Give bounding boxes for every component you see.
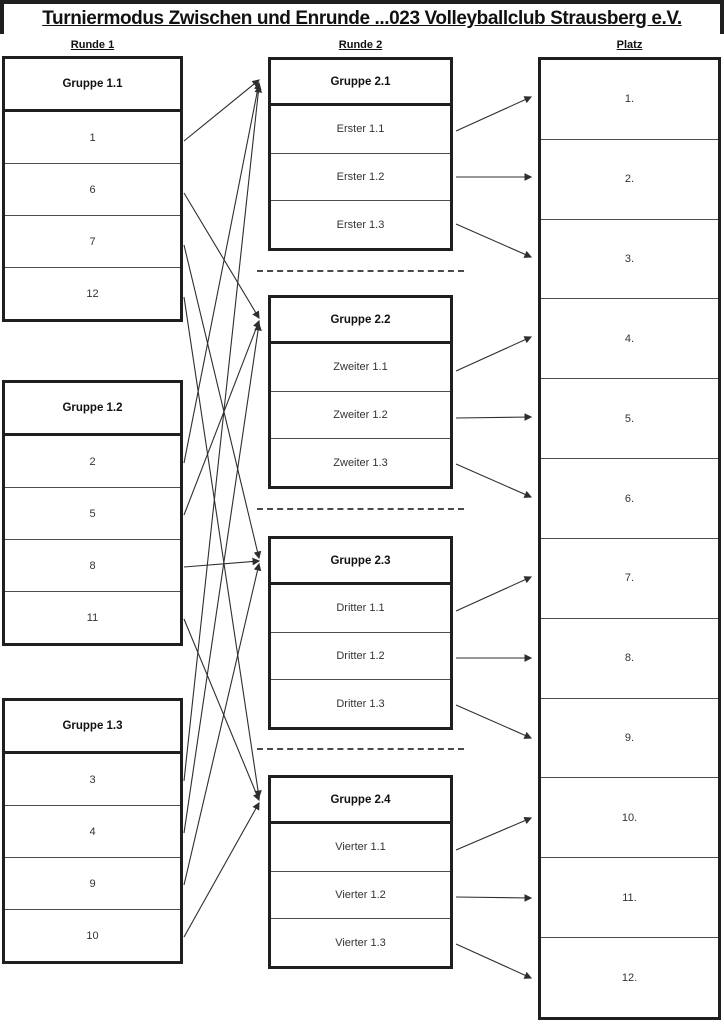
group-cell: Zweiter 1.3	[271, 438, 450, 486]
round2-separator-dashed-line	[257, 508, 464, 510]
group-box-2-2: Gruppe 2.2 Zweiter 1.1 Zweiter 1.2 Zweit…	[268, 295, 453, 489]
group-cell: 7	[5, 215, 180, 267]
group-cell: 3	[89, 773, 96, 786]
connector-arrow	[455, 817, 533, 851]
group-box-1-1: Gruppe 1.1 1 6 7 12	[2, 56, 183, 322]
page-title: Turniermodus Zwischen und Enrunde ...023…	[0, 0, 724, 34]
group-cell: 9	[5, 857, 180, 909]
place-cell: 7.	[541, 537, 718, 618]
place-cell: 1.	[624, 93, 635, 106]
place-cell: 5.	[541, 378, 718, 458]
group-title: Gruppe 2.2	[271, 298, 450, 344]
group-cell: 8	[5, 539, 180, 591]
column-header-runde-1: Runde 1	[70, 38, 115, 51]
group-cell: 1	[89, 131, 96, 144]
column-header-platz: Platz	[616, 38, 643, 51]
place-cell: 4.	[541, 298, 718, 378]
connector-arrow	[455, 336, 533, 372]
group-cell: 5	[5, 487, 180, 539]
group-cell: 10	[5, 909, 180, 961]
place-cell: 8.	[541, 617, 718, 698]
connector-arrow	[455, 463, 533, 498]
group-title: Gruppe 2.3	[271, 539, 450, 585]
connector-arrow	[183, 244, 262, 560]
connector-arrow	[183, 296, 262, 799]
group-title: Gruppe 1.3	[5, 701, 180, 754]
connector-arrow	[183, 79, 260, 142]
group-cell: Dritter 1.2	[271, 631, 450, 680]
group-cell: Erster 1.3	[271, 200, 450, 248]
connector-arrow	[455, 704, 533, 739]
group-box-2-1: Gruppe 2.1 Erster 1.1 Erster 1.2 Erster …	[268, 57, 453, 251]
group-cell: Dritter 1.1	[336, 602, 385, 615]
group-cell: 4	[5, 805, 180, 857]
group-cell: 11	[5, 591, 180, 643]
connector-arrow	[183, 557, 261, 568]
group-cell: Zweiter 1.1	[333, 361, 388, 374]
connector-arrow	[183, 322, 262, 834]
connector-arrow	[183, 81, 262, 464]
group-cell: Vierter 1.2	[271, 870, 450, 919]
group-title: Gruppe 1.2	[5, 383, 180, 436]
group-cell: Zweiter 1.2	[271, 390, 450, 439]
connector-arrow	[183, 562, 262, 886]
connector-arrow	[455, 223, 533, 258]
group-box-1-2: Gruppe 1.2 2 5 8 11	[2, 380, 183, 646]
group-box-2-4: Gruppe 2.4 Vierter 1.1 Vierter 1.2 Viert…	[268, 775, 453, 969]
place-cell: 9.	[541, 697, 718, 778]
connector-arrow	[183, 801, 260, 938]
place-cell: 6.	[541, 458, 718, 538]
place-cell: 10.	[541, 777, 718, 857]
place-cell: 3.	[541, 218, 718, 299]
column-header-runde-2: Runde 2	[338, 38, 383, 51]
group-cell: Dritter 1.3	[271, 679, 450, 727]
group-cell: Vierter 1.1	[335, 841, 386, 854]
group-title: Gruppe 1.1	[5, 59, 180, 112]
group-title: Gruppe 2.4	[271, 778, 450, 824]
connector-arrow	[183, 84, 263, 782]
group-box-2-3: Gruppe 2.3 Dritter 1.1 Dritter 1.2 Dritt…	[268, 536, 453, 730]
group-box-1-3: Gruppe 1.3 3 4 9 10	[2, 698, 183, 964]
place-cell: 11.	[541, 857, 718, 937]
connector-arrow	[455, 894, 533, 902]
group-cell: 12	[5, 267, 180, 319]
connector-arrow	[183, 192, 260, 319]
group-cell: Erster 1.1	[336, 123, 385, 136]
places-box: 1. 2. 3. 4. 5. 6. 7. 8. 9. 10. 11. 12.	[538, 57, 721, 1020]
round2-separator-dashed-line	[257, 748, 464, 750]
round2-separator-dashed-line	[257, 270, 464, 272]
place-cell: 2.	[541, 138, 718, 219]
connector-arrow	[455, 96, 533, 132]
connector-arrow	[455, 413, 533, 421]
group-cell: Erster 1.2	[271, 152, 450, 201]
connector-arrow	[455, 943, 533, 979]
group-cell: 2	[89, 455, 96, 468]
place-cell: 12.	[541, 937, 718, 1017]
connector-arrow	[183, 618, 261, 802]
connector-arrow	[455, 576, 533, 612]
group-title: Gruppe 2.1	[271, 60, 450, 106]
connector-arrow	[183, 319, 261, 516]
group-cell: Vierter 1.3	[271, 918, 450, 966]
group-cell: 6	[5, 163, 180, 215]
